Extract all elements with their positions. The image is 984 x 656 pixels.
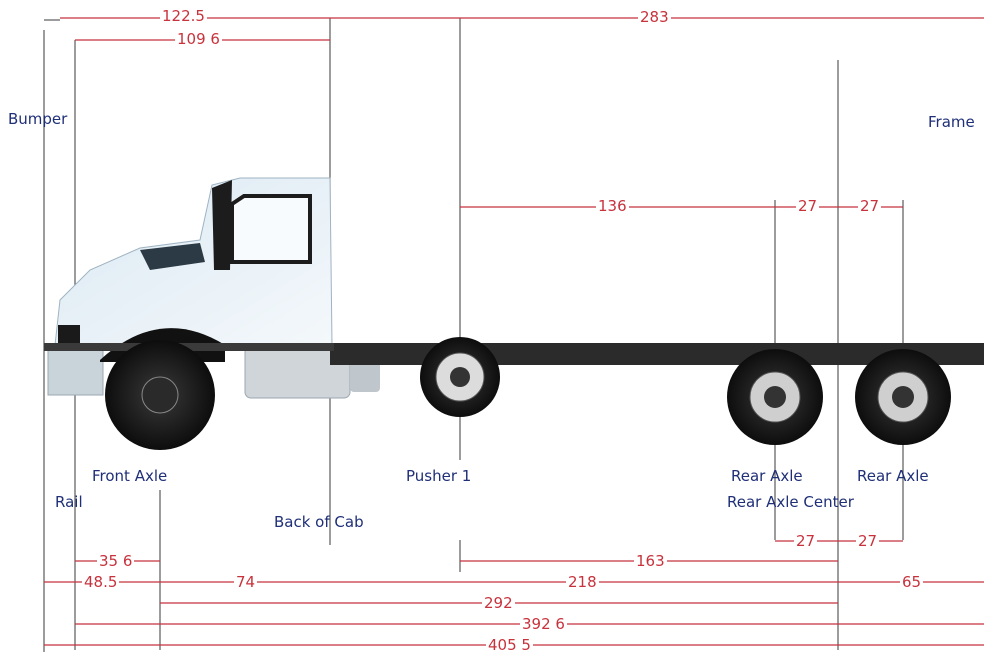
label-front-axle: Front Axle <box>92 467 168 485</box>
rear-hub-1 <box>764 386 786 408</box>
front-bumper <box>47 344 104 396</box>
label-bumper: Bumper <box>8 110 68 128</box>
dim-value-122-5: 122.5 <box>160 7 207 25</box>
rear-hub-2 <box>892 386 914 408</box>
bumper-light <box>58 325 80 345</box>
dim-value-27-d: 27 <box>856 532 880 550</box>
label-frame: Frame <box>928 113 975 131</box>
dim-value-48-5: 48.5 <box>82 573 120 591</box>
dim-value-109-6: 109 6 <box>175 30 222 48</box>
label-rear-axle-2: Rear Axle <box>857 467 929 485</box>
dim-value-35-6: 35 6 <box>97 552 135 570</box>
dim-value-136: 136 <box>596 197 629 215</box>
dim-value-218: 218 <box>566 573 599 591</box>
dim-value-283: 283 <box>638 8 671 26</box>
dim-value-27-b: 27 <box>858 197 882 215</box>
label-pusher-1: Pusher 1 <box>406 467 472 485</box>
dim-value-405-5: 405 5 <box>486 636 533 654</box>
dim-value-392-6: 392 6 <box>520 615 567 633</box>
label-rear-axle-center: Rear Axle Center <box>727 493 854 511</box>
chassis-frame-front <box>44 343 334 351</box>
label-rear-axle-1: Rear Axle <box>731 467 803 485</box>
dim-value-163: 163 <box>634 552 667 570</box>
dim-value-292: 292 <box>482 594 515 612</box>
cab-pillar <box>212 180 232 270</box>
label-back-of-cab: Back of Cab <box>274 513 364 531</box>
cab-window <box>230 194 312 264</box>
truck-illustration <box>44 177 984 450</box>
dim-value-27-c: 27 <box>794 532 818 550</box>
dim-value-65: 65 <box>900 573 924 591</box>
pusher-hub <box>450 367 470 387</box>
dim-value-74: 74 <box>234 573 258 591</box>
front-hub <box>141 376 179 414</box>
hood-grille <box>140 243 205 270</box>
label-rail: Rail <box>55 493 83 511</box>
dim-value-27-a: 27 <box>796 197 820 215</box>
